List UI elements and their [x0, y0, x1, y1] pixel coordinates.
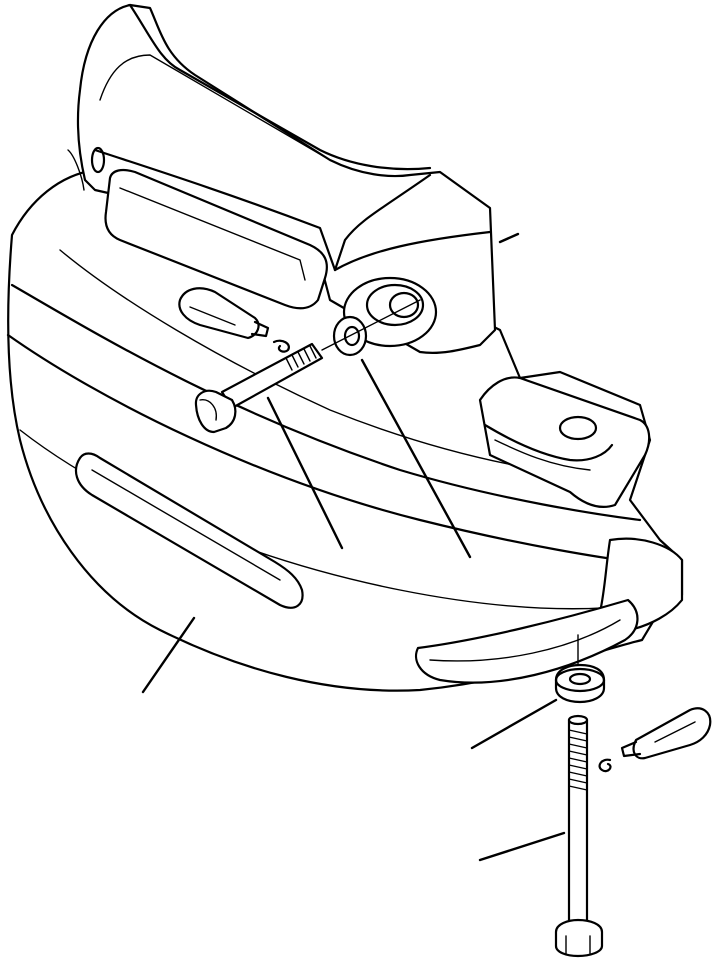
- lower-threadlocker-tube: [598, 707, 712, 773]
- leader-upper-bolt: [266, 396, 344, 550]
- front-slot-left: [74, 452, 304, 609]
- leader-lower-bolt: [478, 831, 566, 862]
- mid-body-line-1: [6, 333, 662, 567]
- lower-bolt-thread: [568, 729, 588, 791]
- upper-tube-body: [178, 287, 260, 340]
- lower-step-groove: [483, 423, 614, 462]
- left-side-hole: [90, 146, 106, 174]
- lower-tube-nozzle: [620, 740, 642, 758]
- front-slot-right: [414, 598, 639, 684]
- upper-tube-drop: [272, 339, 290, 353]
- leader-counterweight: [141, 616, 196, 694]
- upper-bolt-thread: [285, 345, 317, 371]
- front-slot-right-inner: [429, 619, 621, 662]
- lower-washer: [554, 663, 606, 704]
- upper-boss-hole-inner: [388, 291, 420, 319]
- upper-tube-label-line: [189, 306, 236, 326]
- callout-leaders: [141, 232, 566, 862]
- lower-tube-label-line: [654, 721, 696, 743]
- upper-bolt: [194, 342, 324, 434]
- upper-bolt-head-face: [199, 399, 217, 421]
- lower-washer-hole: [568, 672, 592, 686]
- lower-bolt-head: [554, 918, 604, 958]
- upper-assembly-axis: [321, 299, 421, 351]
- leader-counterweight-top: [498, 232, 520, 244]
- lower-bolt-head-flat: [565, 935, 591, 955]
- leader-upper-washer: [360, 358, 472, 559]
- lower-boss-hole: [558, 415, 598, 441]
- front-slot-left-inner: [91, 469, 281, 581]
- upper-block-top: [128, 3, 432, 171]
- upper-block-front-edge: [93, 148, 337, 272]
- upper-tube-nozzle: [250, 320, 270, 338]
- top-rim-line: [10, 283, 642, 522]
- upper-washer-hole: [343, 325, 361, 347]
- lower-bolt-tip: [567, 714, 589, 726]
- lower-bolt: [554, 714, 604, 958]
- counterweight: [6, 3, 684, 692]
- upper-block-ridge: [99, 54, 331, 161]
- upper-threadlocker-tube: [178, 287, 290, 353]
- lower-tube-drop: [598, 758, 612, 773]
- lower-step-groove-inner: [494, 439, 591, 471]
- lower-step: [478, 376, 651, 509]
- upper-block-corner: [333, 173, 432, 272]
- upper-block: [76, 3, 497, 354]
- upper-block-right-face: [333, 230, 492, 272]
- leader-lower-washer: [470, 698, 558, 750]
- upper-recess-inner: [119, 187, 306, 281]
- left-side-notch: [67, 149, 85, 191]
- lower-washer-top: [554, 667, 606, 693]
- upper-boss-hole-outer: [365, 283, 425, 327]
